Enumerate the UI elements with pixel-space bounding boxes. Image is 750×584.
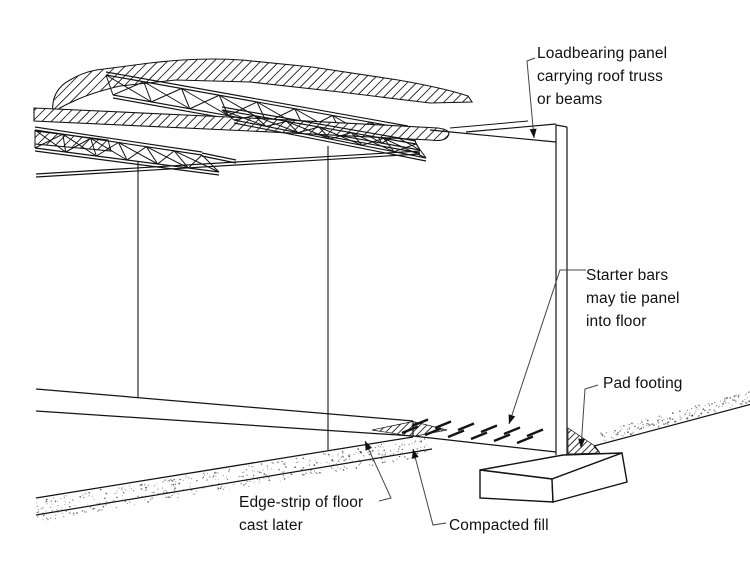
leader-lines: [364, 57, 599, 526]
loadbearing-panel: [555, 124, 568, 456]
pad-footing: [479, 452, 628, 503]
ground-stipple: [36, 391, 750, 521]
label-compacted-fill: Compacted fill: [449, 517, 549, 534]
leader-pad-footing: [578, 384, 599, 449]
leader-loadbearing-panel: [526, 57, 537, 139]
label-pad-footing: Pad footing: [603, 375, 683, 392]
roof-truss-middle: [221, 106, 427, 162]
ground-line-right: [593, 403, 750, 453]
label-loadbearing-panel: Loadbearing panel carrying roof truss or…: [537, 45, 668, 108]
roof-sheet-top: [52, 58, 474, 115]
starter-bars: [401, 418, 544, 445]
roof-eave-lines: [35, 120, 557, 178]
label-starter-bars: Starter bars may tie panel into floor: [586, 267, 680, 330]
label-edge-strip: Edge-strip of floor cast later: [239, 494, 364, 534]
leader-compacted-fill: [411, 448, 447, 526]
leader-edge-strip: [364, 440, 392, 502]
leader-starter-bars: [508, 269, 586, 425]
floor-slab-lines: [35, 388, 557, 516]
